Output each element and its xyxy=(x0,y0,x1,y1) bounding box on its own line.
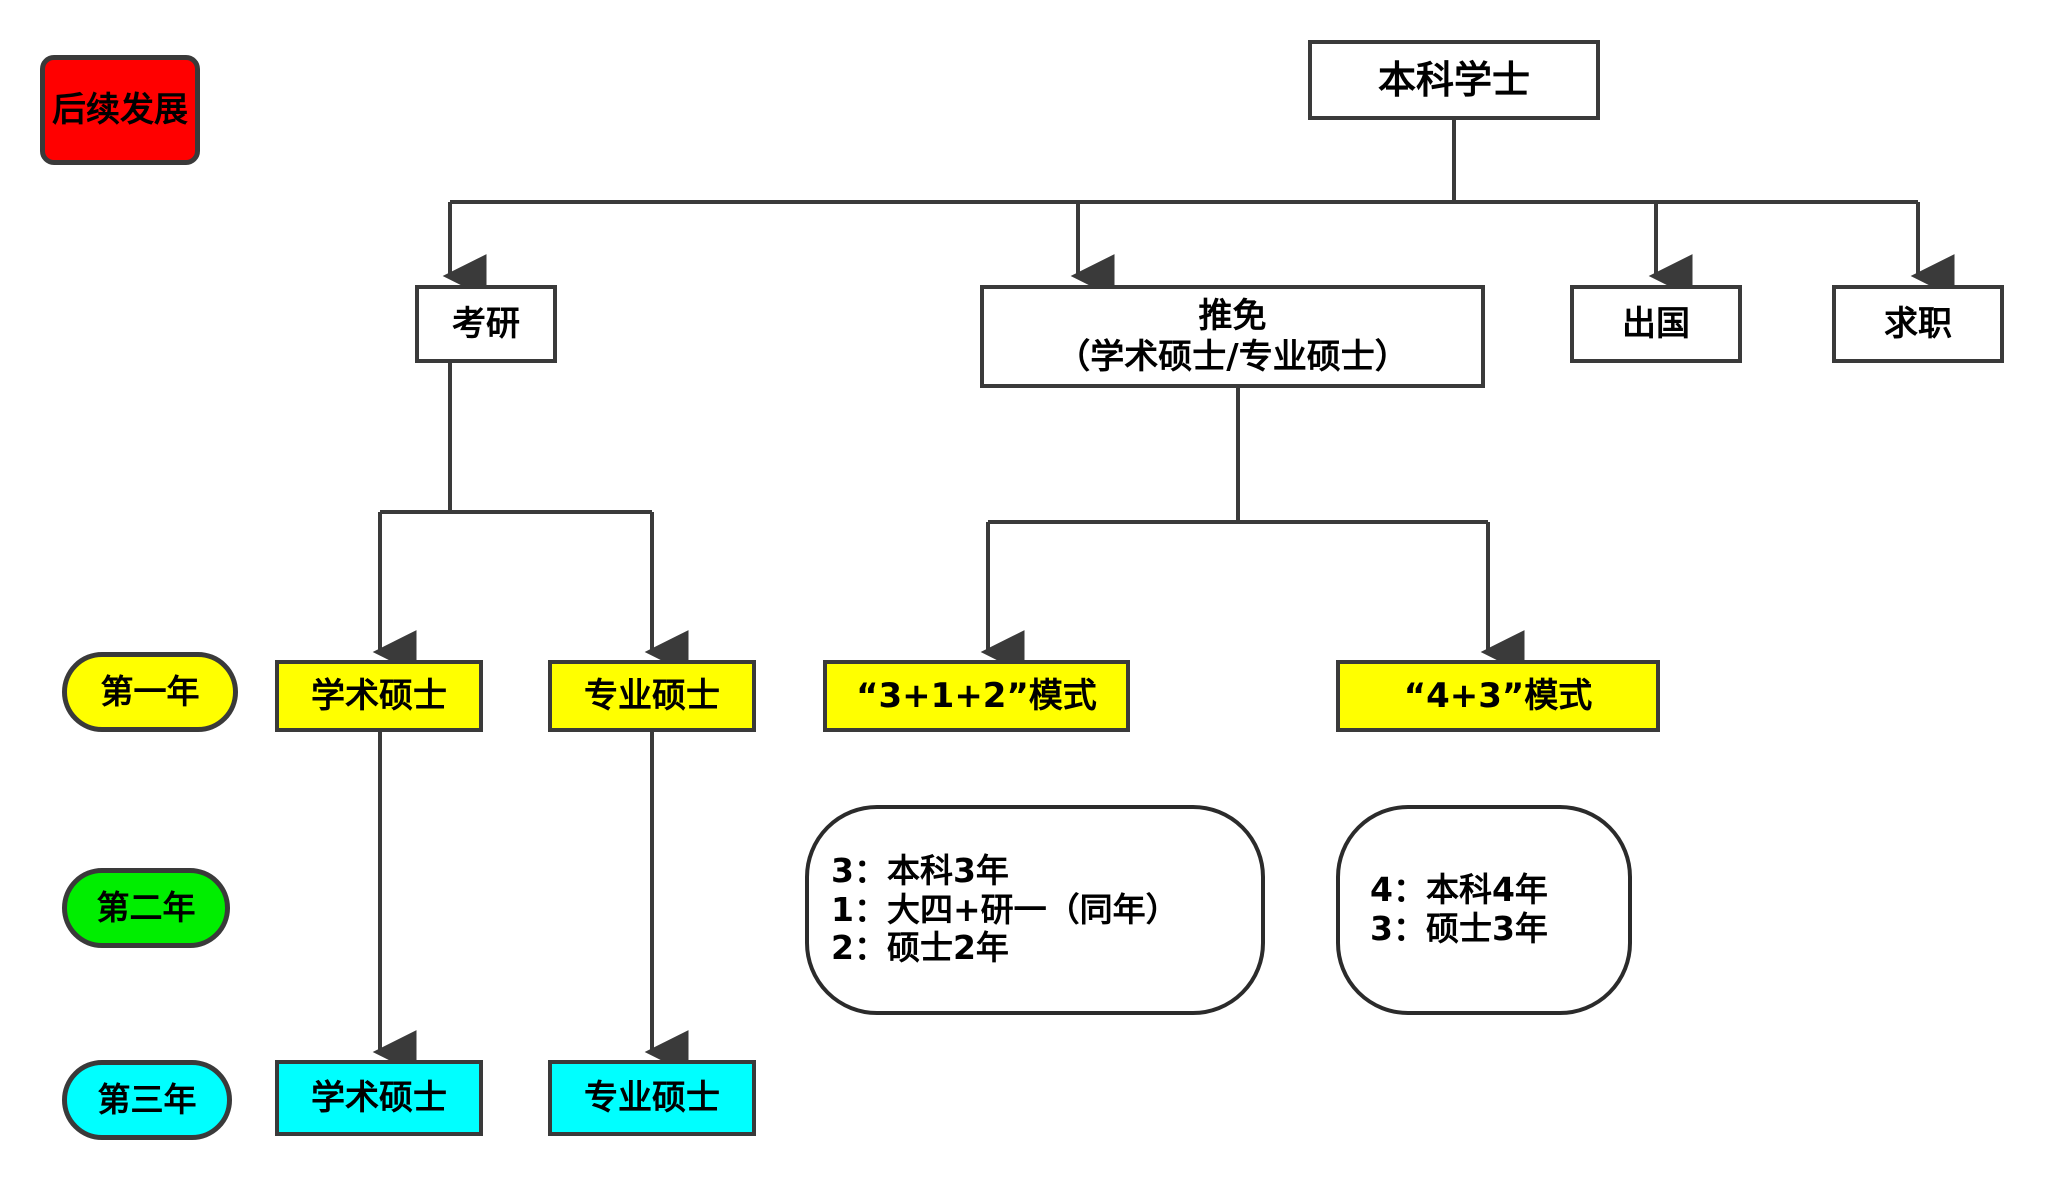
node-label: 考研 xyxy=(452,303,520,344)
note-mode-3-1-2: 3：本科3年 1：大四+研一（同年） 2：硕士2年 xyxy=(805,805,1265,1015)
node-label: 学术硕士 xyxy=(311,1077,447,1118)
node-path-study-abroad[interactable]: 出国 xyxy=(1570,285,1742,363)
node-year3-academic-master[interactable]: 学术硕士 xyxy=(275,1060,483,1136)
node-mode-3-1-2[interactable]: “3+1+2”模式 xyxy=(823,660,1130,732)
note-line: 3：本科3年 xyxy=(831,850,1009,890)
note-line: 3：硕士3年 xyxy=(1370,909,1548,948)
node-label: 本科学士 xyxy=(1377,57,1530,102)
node-path-employment[interactable]: 求职 xyxy=(1832,285,2004,363)
year-label-third: 第三年 xyxy=(62,1060,232,1140)
node-bachelor-degree[interactable]: 本科学士 xyxy=(1308,40,1600,120)
legend-badge-followup: 后续发展 xyxy=(40,55,200,165)
note-line: 1：大四+研一（同年） xyxy=(831,889,1179,929)
node-label: 出国 xyxy=(1622,303,1690,344)
node-label: 求职 xyxy=(1884,303,1952,344)
node-year3-professional-master[interactable]: 专业硕士 xyxy=(548,1060,756,1136)
node-label-line2: （学术硕士/专业硕士） xyxy=(1056,336,1409,377)
note-mode-4-3: 4：本科4年 3：硕士3年 xyxy=(1336,805,1632,1015)
node-label: 学术硕士 xyxy=(311,675,447,716)
node-label: 专业硕士 xyxy=(584,675,720,716)
node-label: “3+1+2”模式 xyxy=(856,675,1097,716)
node-mode-4-3[interactable]: “4+3”模式 xyxy=(1336,660,1660,732)
node-label-line1: 推免 xyxy=(1198,296,1267,337)
year-label-text: 第三年 xyxy=(97,1079,197,1119)
note-line: 4：本科4年 xyxy=(1370,870,1548,910)
legend-badge-label: 后续发展 xyxy=(52,89,188,130)
year-label-text: 第一年 xyxy=(100,671,200,711)
node-path-tuimian[interactable]: 推免 （学术硕士/专业硕士） xyxy=(980,285,1485,388)
note-line: 2：硕士2年 xyxy=(831,928,1009,968)
node-path-kaoyan[interactable]: 考研 xyxy=(415,285,557,363)
year-label-first: 第一年 xyxy=(62,652,238,732)
year-label-text: 第二年 xyxy=(96,887,196,927)
node-year1-professional-master[interactable]: 专业硕士 xyxy=(548,660,756,732)
year-label-second: 第二年 xyxy=(62,868,230,948)
node-year1-academic-master[interactable]: 学术硕士 xyxy=(275,660,483,732)
node-label: “4+3”模式 xyxy=(1403,675,1593,716)
node-label: 专业硕士 xyxy=(584,1077,720,1118)
